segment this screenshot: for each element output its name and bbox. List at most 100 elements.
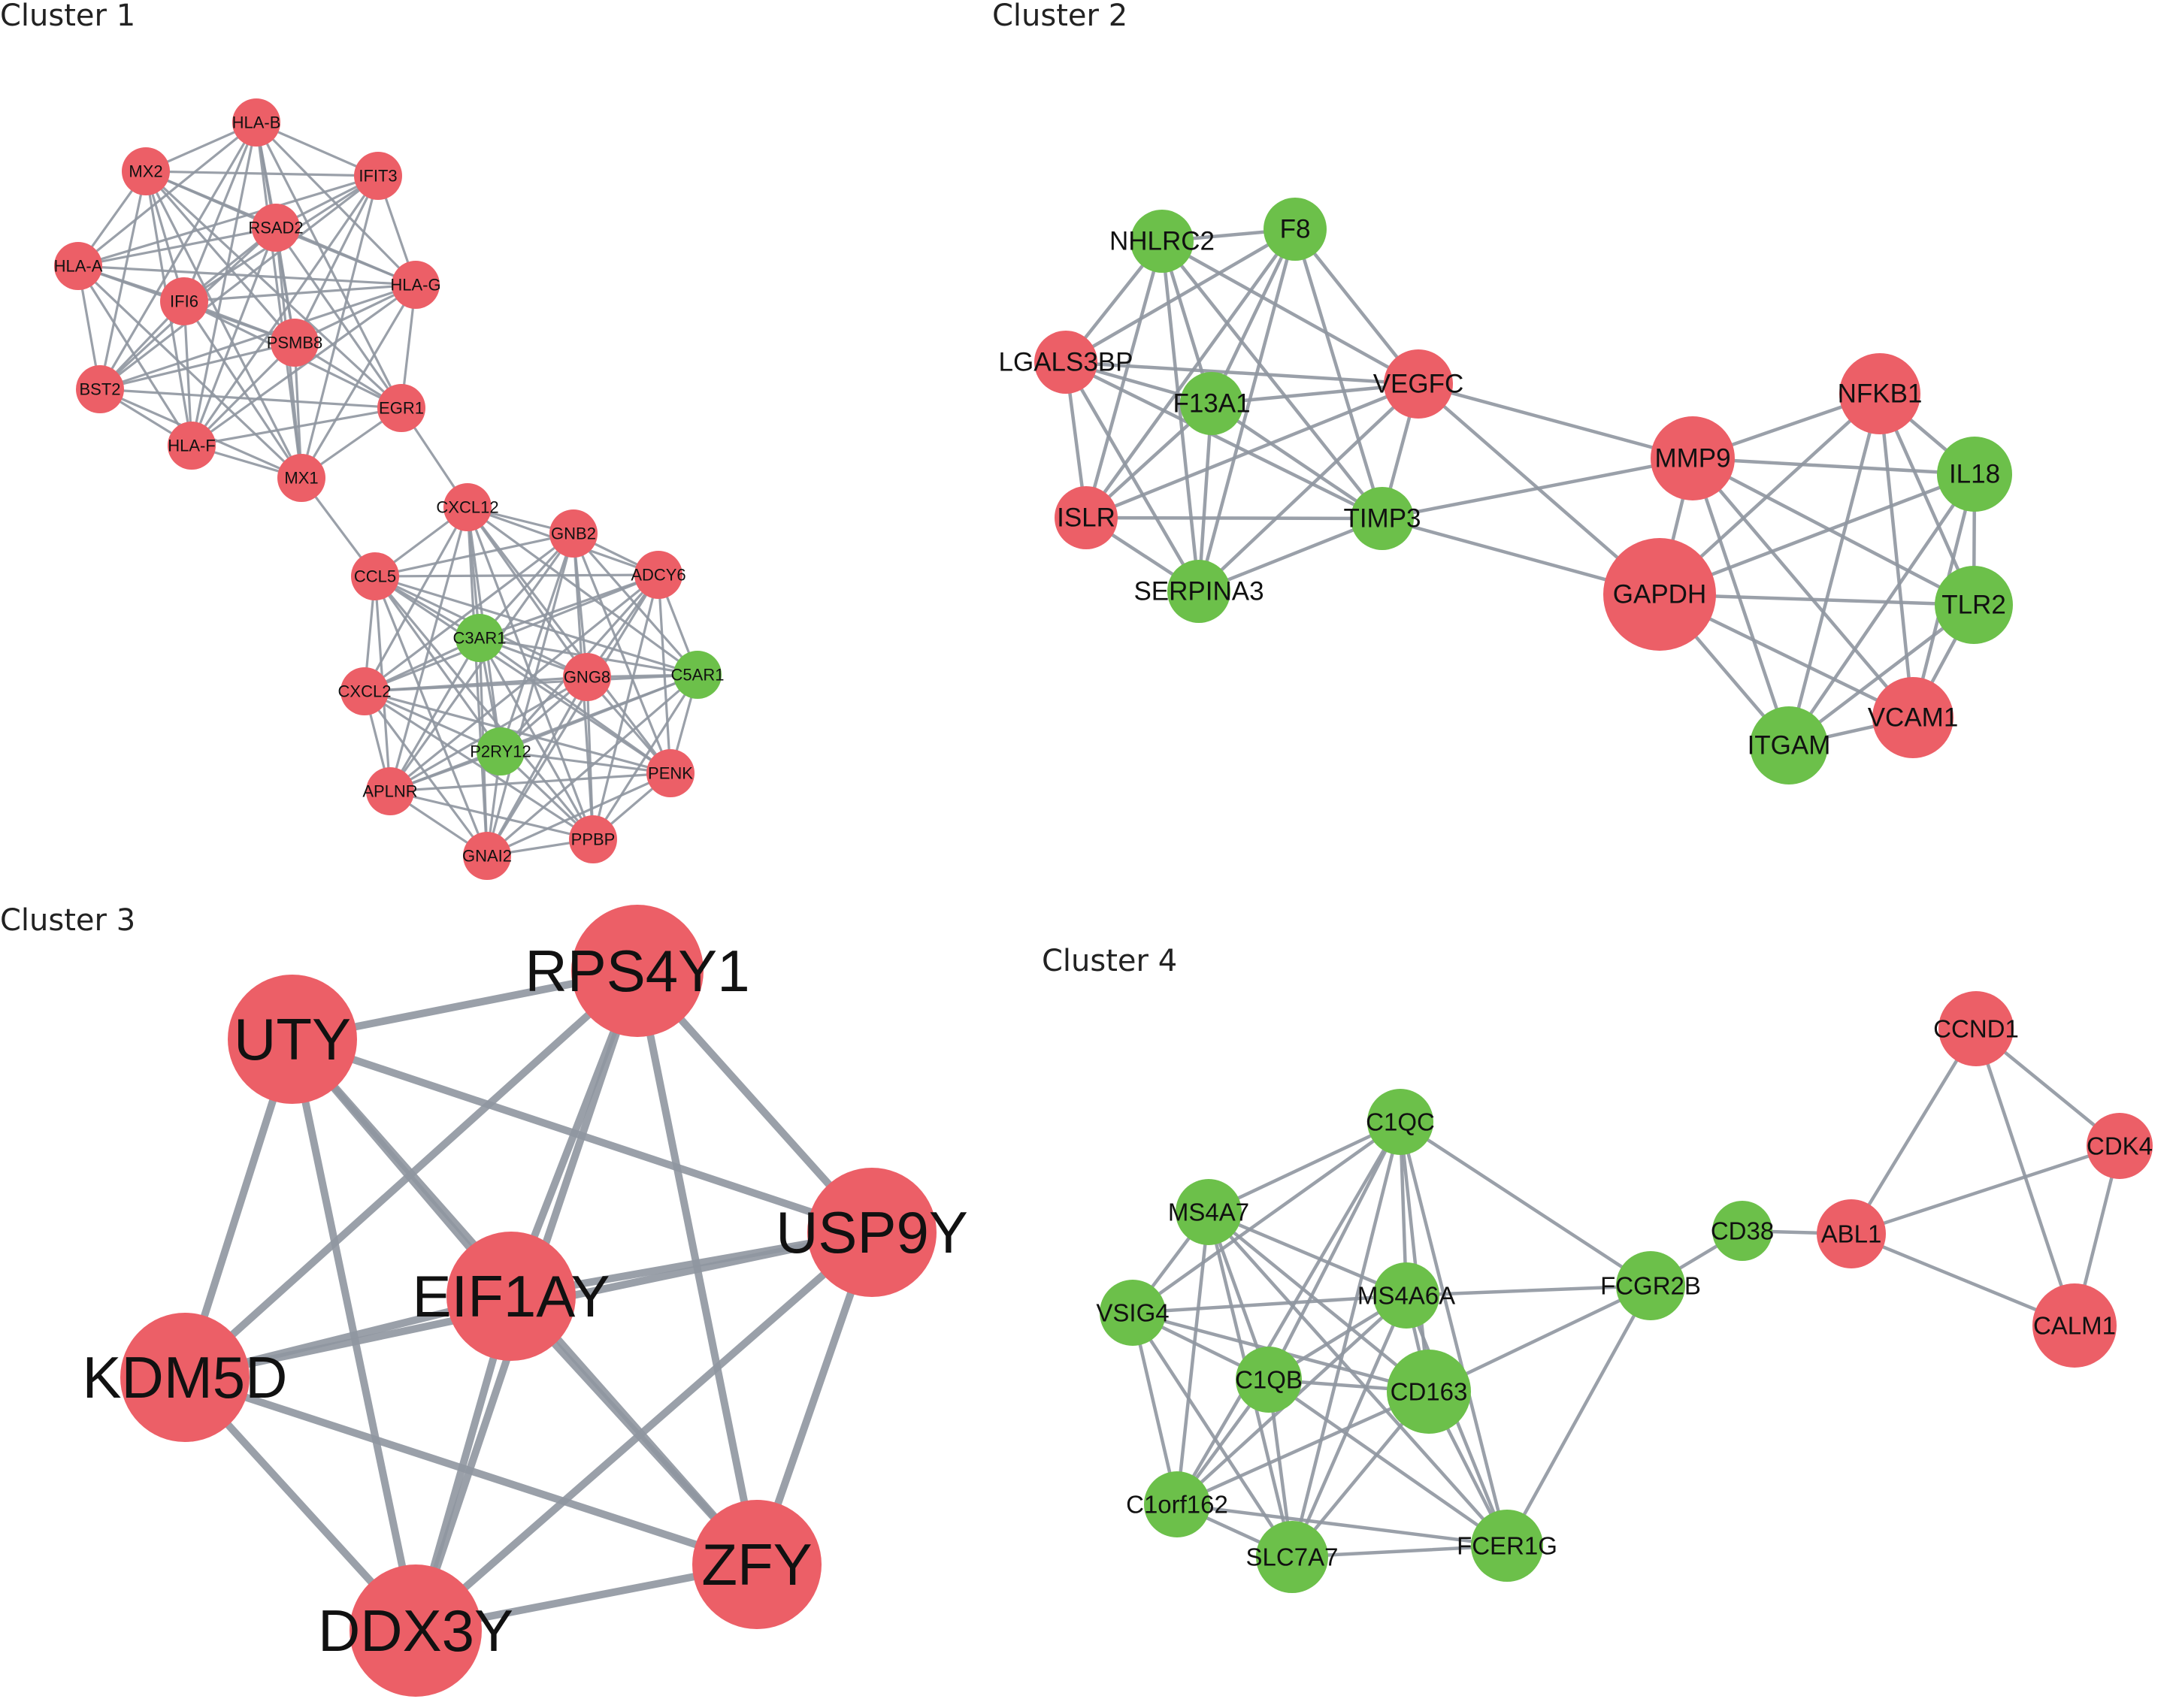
node-eif1ay-label: EIF1AY [413,1263,610,1329]
node-ppbp-label: PPBP [571,830,616,849]
node-kdm5d-circle [120,1313,250,1442]
node-gnai2: GNAI2 [462,832,512,880]
edge-ccnd1-abl1 [1849,1026,1978,1236]
node-ccnd1: CCND1 [1933,991,2019,1066]
node-slc7a7-circle [1256,1521,1328,1593]
node-hla-g: HLA-G [390,261,441,309]
node-c5ar1-circle [673,651,722,699]
node-mx2-label: MX2 [129,162,162,181]
node-ccl5: CCL5 [351,552,399,600]
edge-hla-b-bst2 [98,121,258,391]
node-gapdh: GAPDH [1603,538,1716,651]
edge-f8-f13a1 [1209,227,1297,406]
node-ms4a6a-label: MS4A6A [1357,1282,1455,1310]
node-lgals3bp: LGALS3BP [999,331,1133,394]
node-f8: F8 [1264,198,1327,261]
node-hla-g-label: HLA-G [390,276,440,295]
node-nhlrc2-circle [1130,210,1194,273]
node-c5ar1: C5AR1 [671,651,725,699]
node-ppbp-circle [569,815,617,863]
edge-cxcl2-ppbp [363,690,595,841]
node-hla-f: HLA-F [168,422,216,470]
edge-rsad2-egr1 [274,226,403,410]
node-penk: PENK [646,749,695,797]
node-bst2-label: BST2 [79,380,120,399]
node-hla-a-label: HLA-A [54,257,103,276]
node-il18-label: IL18 [1949,460,2000,489]
node-vcam1-label: VCAM1 [1868,703,1959,733]
node-ms4a7-circle [1176,1179,1242,1245]
edge-mmp9-il18 [1690,456,1977,476]
edge-f13a1-vegfc [1209,382,1421,406]
edge-rsad2-hla-f [190,226,277,447]
node-p2ry12-circle [477,727,525,775]
node-c5ar1-label: C5AR1 [671,666,725,685]
node-timp3: TIMP3 [1343,487,1421,550]
node-cdk4-label: CDK4 [2087,1132,2153,1160]
node-mx1-label: MX1 [284,469,318,488]
node-c1qc-circle [1367,1089,1433,1155]
node-vegfc-label: VEGFC [1373,370,1464,399]
node-hla-f-circle [168,422,216,470]
node-islr-label: ISLR [1057,503,1115,533]
edge-timp3-mmp9 [1380,456,1695,521]
node-cd163: CD163 [1387,1350,1471,1434]
edge-nfkb1-itgam [1787,391,1882,748]
node-slc7a7-label: SLC7A7 [1246,1543,1339,1571]
edge-hla-g-hla-f [190,283,417,447]
node-vsig4: VSIG4 [1096,1280,1170,1346]
edge-hla-b-mx1 [255,121,303,479]
node-aplnr-circle [366,767,414,815]
node-mmp9-label: MMP9 [1654,444,1730,473]
node-rps4y1-label: RPS4Y1 [525,938,749,1004]
node-serpina3-label: SERPINA3 [1133,577,1264,606]
edge-ifit3-psmb8 [293,174,380,344]
edge-usp9y-ddx3y [412,1229,876,1634]
node-slc7a7: SLC7A7 [1246,1521,1339,1593]
node-usp9y: USP9Y [776,1168,968,1297]
node-gng8-circle [563,653,611,701]
node-c1qb-label: C1QB [1235,1366,1303,1394]
node-c1qb: C1QB [1235,1347,1303,1413]
edge-ifi6-mx1 [183,300,303,479]
edge-c1qc-slc7a7 [1290,1120,1403,1559]
node-fcgr2b-circle [1616,1251,1685,1320]
node-vegfc: VEGFC [1373,349,1464,419]
node-ms4a7-label: MS4A7 [1168,1199,1249,1226]
edge-nhlrc2-timp3 [1160,239,1385,521]
edge-f8-serpina3 [1197,227,1297,594]
node-cxcl12: CXCL12 [436,483,499,531]
node-ifi6-circle [160,277,208,325]
node-itgam-label: ITGAM [1748,731,1831,760]
node-c1orf162: C1orf162 [1126,1471,1228,1537]
edge-fcgr2b-c1qc [1398,1120,1653,1288]
node-ccnd1-circle [1938,991,2014,1066]
edge-cd163-c1orf162 [1175,1389,1431,1507]
edge-cxcl2-p2ry12 [363,690,502,753]
node-usp9y-label: USP9Y [776,1199,968,1265]
edge-fcgr2b-fcer1g [1505,1283,1653,1548]
node-cdk4-circle [2087,1113,2153,1179]
edge-f8-lgals3bp [1064,227,1297,364]
edge-lgals3bp-vegfc [1064,360,1421,386]
edge-nfkb1-vcam1 [1878,391,1915,720]
edge-c1qc-c1qb [1267,1120,1403,1382]
cluster-1-edges [77,121,699,857]
edge-rsad2-hla-a [77,226,277,268]
edge-c5ar1-cxcl2 [363,673,699,693]
edge-cxcl2-penk [363,690,672,775]
node-bst2: BST2 [76,365,124,413]
node-rsad2: RSAD2 [248,204,304,252]
node-mx2-circle [122,147,170,195]
edge-hla-g-ifi6 [183,283,417,303]
node-psmb8-label: PSMB8 [267,334,323,352]
node-gng8-label: GNG8 [564,668,610,687]
node-nfkb1-label: NFKB1 [1838,379,1923,409]
edge-nhlrc2-serpina3 [1160,239,1201,594]
node-nfkb1: NFKB1 [1838,353,1923,434]
node-lgals3bp-circle [1034,331,1097,394]
node-mx1: MX1 [277,454,325,502]
